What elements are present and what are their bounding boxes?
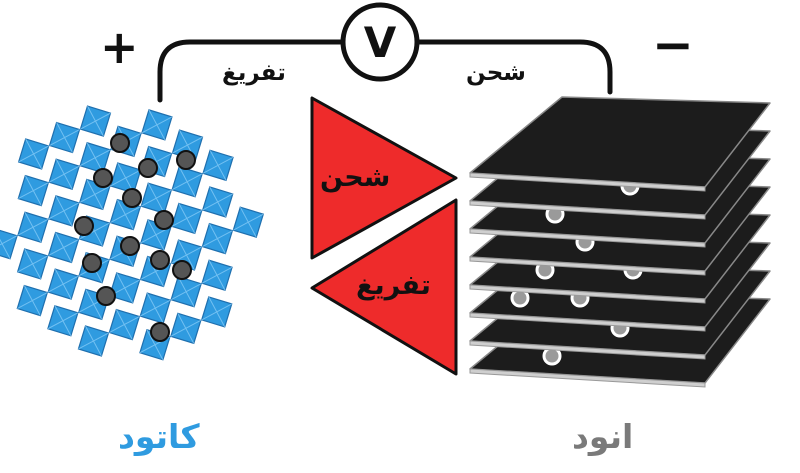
lithium-ion [110,133,130,153]
octahedron-edge [110,162,141,194]
positive-terminal-sign: + [100,20,139,74]
graphite-sheet-edge [469,256,706,276]
octahedron-edge [140,292,171,324]
octahedron-edge [47,305,79,337]
graphite-sheet-edge [469,172,706,192]
octahedron-edge [141,109,173,141]
octahedron-edge [18,138,49,170]
octahedron-edge [202,186,233,218]
octahedron-edge [110,199,141,230]
octahedron-edge [171,239,202,271]
circuit-wire [157,39,613,103]
lithium-ion [150,250,170,270]
lithium-ion [176,150,196,170]
graphite-sheet-edge [469,228,706,248]
octahedron-edge [78,325,109,357]
octahedron-edge [233,206,264,238]
graphite-sheet-edge [469,312,706,332]
octahedron-edge [48,158,80,190]
lithium-ion [150,322,170,342]
octahedron-edge [201,260,233,291]
octahedron-edge [79,179,111,210]
octahedron-edge [171,166,203,197]
octahedron-edge [80,105,111,137]
octahedron-edge [18,175,49,206]
lithium-ion [82,253,102,273]
wire-charge-label: شحن [466,60,526,86]
octahedron-edge [201,296,232,328]
charge-arrow [310,96,458,260]
octahedron-edge [202,150,234,181]
octahedron-edge [17,212,49,243]
octahedron-edge [170,276,202,307]
octahedron-edge [47,268,79,300]
octahedron-edge [141,182,172,214]
wire-discharge-label: تفريغ [222,60,286,86]
graphite-sheet-edge [469,368,706,388]
discharge-arrow [310,198,458,376]
octahedron-edge [48,232,79,263]
octahedron-edge [17,285,48,316]
octahedron-edge [17,248,48,280]
voltmeter: V [340,2,420,82]
anode-layers [469,96,771,388]
lithium-ion [154,210,174,230]
discharge-arrow-label: تفريغ [356,270,431,301]
octahedron-edge [109,309,140,340]
octahedron-edge [202,223,233,254]
octahedron-edge [49,122,80,153]
lithium-ion [122,188,142,208]
lithium-ion [172,260,192,280]
cathode-lattice [0,105,265,361]
negative-terminal-sign: − [652,16,694,74]
voltmeter-symbol: V [364,18,397,67]
octahedron-edge [48,195,80,227]
graphite-sheet-edge [469,284,706,304]
octahedron-edge [171,203,203,234]
octahedron-edge [170,313,202,344]
lithium-ion [120,236,140,256]
octahedron-edge [79,142,111,173]
lithium-ion [93,168,113,188]
lithium-ion [74,216,94,236]
graphite-sheet-edge [469,340,706,360]
cathode-label: كاتود [118,417,200,456]
charge-arrow-label: شحن [320,162,391,193]
anode-label: انود [572,417,634,456]
octahedron-edge [0,228,18,259]
graphite-sheet-edge [469,200,706,220]
lithium-ion [138,158,158,178]
lithium-ion [96,286,116,306]
